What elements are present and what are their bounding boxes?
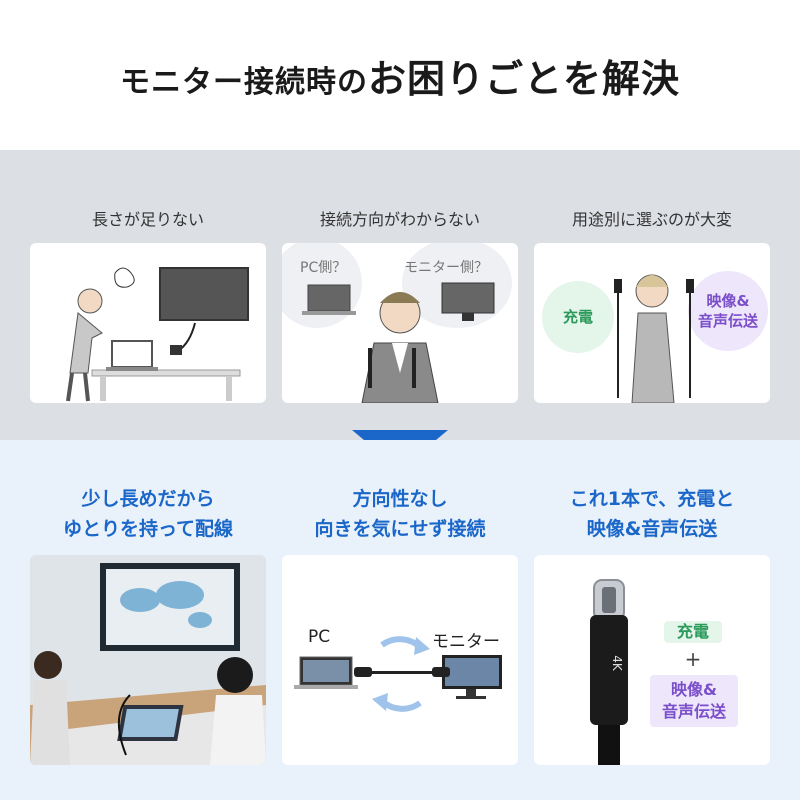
usb-c-cable-illustration: 4K xyxy=(590,579,628,765)
solution-label-allinone: これ1本で、充電と映像&音声伝送 xyxy=(569,488,735,540)
monitor-label: モニター xyxy=(432,632,500,652)
struggling-woman-illustration xyxy=(614,274,694,403)
problem-label-length: 長さが足りない xyxy=(91,210,204,229)
problem-card-direction: PC側？ モニター側？ xyxy=(282,243,518,403)
problem-label-direction: 接続方向がわからない xyxy=(319,210,480,229)
plus-icon: + xyxy=(684,647,702,671)
solution-card-direction: PC モニター xyxy=(282,555,518,765)
solution-card-allinone: 4K 充電 + 映像&音声伝送 xyxy=(534,555,770,765)
problem-card-length xyxy=(30,243,266,403)
pc-label: PC xyxy=(308,627,331,647)
page-title: モニター接続時のお困りごとを解決 xyxy=(0,48,800,103)
monitor-side-label: モニター側？ xyxy=(404,260,488,276)
problem-card-selection: 充電 映像&音声伝送 xyxy=(534,243,770,403)
cable-4k-label: 4K xyxy=(610,655,624,672)
problem-label-selection: 用途別に選ぶのが大変 xyxy=(571,210,732,229)
solutions-section: 少し長めだからゆとりを持って配線 方向性なし向きを気にせず接続 これ1本で、充電… xyxy=(0,440,800,800)
reversible-cable-illustration xyxy=(294,636,502,712)
problems-section: 長さが足りない 接続方向がわからない 用途別に選ぶのが大変 PC側？ モニター側… xyxy=(0,150,800,440)
av-tag: 映像&音声伝送 xyxy=(650,675,738,727)
meeting-room-photo xyxy=(30,555,266,765)
solution-card-length xyxy=(30,555,266,765)
solution-label-direction: 方向性なし向きを気にせず接続 xyxy=(314,488,486,540)
av-bubble: 映像&音声伝送 xyxy=(688,271,768,351)
solution-label-length: 少し長めだからゆとりを持って配線 xyxy=(62,488,234,540)
confused-person-illustration xyxy=(66,267,249,402)
title-part1: モニター接続時の xyxy=(119,65,368,100)
charge-tag: 充電 xyxy=(664,621,722,643)
title-part2: お困りごとを解決 xyxy=(367,57,680,101)
pc-side-label: PC側？ xyxy=(300,260,347,276)
charge-bubble: 充電 xyxy=(542,281,614,353)
confused-man-illustration xyxy=(302,282,495,403)
